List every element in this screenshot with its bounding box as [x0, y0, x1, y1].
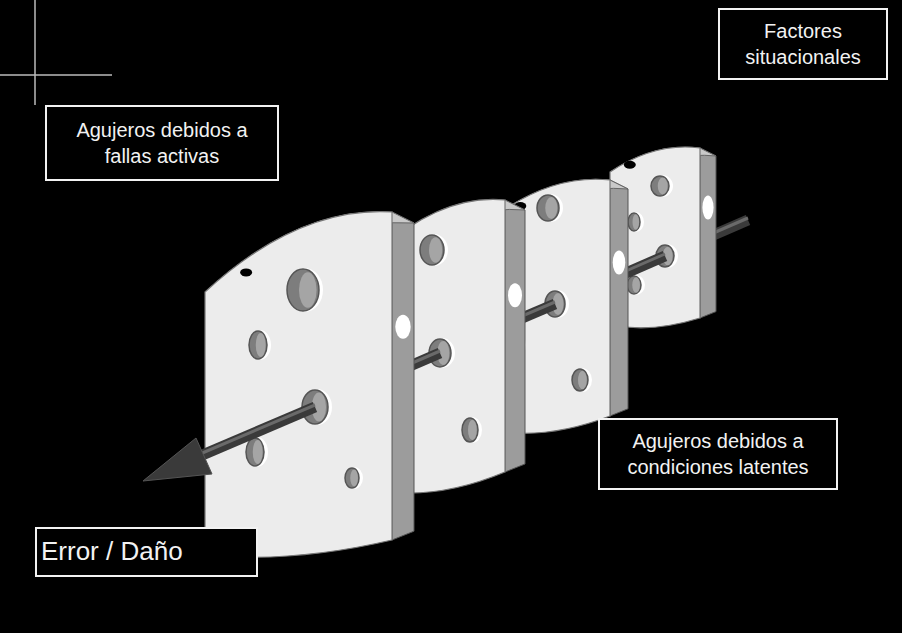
- hole-rim: [627, 275, 645, 295]
- hole-inner: [350, 470, 358, 487]
- hole-inner: [429, 237, 442, 263]
- slice-front: [205, 212, 392, 558]
- hole-rim: [246, 437, 268, 467]
- slice-side: [610, 180, 628, 416]
- cheese-hole: [287, 269, 319, 311]
- hole-rim: [537, 194, 563, 222]
- label-text: Factores situacionales: [726, 18, 880, 70]
- arrow-head: [143, 438, 212, 481]
- crosshair-line: [34, 0, 36, 105]
- hole-inner: [545, 197, 557, 219]
- cheese-slice: [205, 212, 414, 558]
- cheese-hole: [246, 438, 264, 466]
- cheese-hole: [702, 196, 713, 220]
- cheese-hole: [628, 213, 640, 231]
- hole-rim: [345, 467, 363, 489]
- label-text: Agujeros debidos a condiciones latentes: [606, 428, 830, 480]
- cheese-hole: [345, 468, 359, 488]
- label-box: Factores situacionales: [718, 8, 888, 80]
- label-box: Error / Daño: [35, 527, 258, 577]
- cheese-hole: [395, 315, 410, 339]
- hole-inner: [299, 272, 317, 308]
- crosshair-line: [0, 74, 112, 76]
- slice-notch: [240, 268, 252, 276]
- arrow-shaft: [200, 407, 315, 456]
- label-text: Error / Daño: [41, 535, 252, 569]
- hole-rim: [249, 330, 271, 360]
- hole-rim: [651, 175, 673, 197]
- cheese-hole: [572, 369, 588, 391]
- slice-side: [700, 148, 716, 318]
- cheese-hole: [249, 331, 267, 359]
- cheese-hole: [651, 176, 669, 196]
- hole-inner: [658, 178, 668, 195]
- label-box: Agujeros debidos a fallas activas: [45, 105, 279, 181]
- cheese-hole: [420, 235, 444, 265]
- label-text: Agujeros debidos a fallas activas: [55, 117, 269, 169]
- slice-notch: [624, 161, 636, 169]
- label-box: Agujeros debidos a condiciones latentes: [598, 418, 838, 490]
- hole-inner: [468, 420, 477, 440]
- hole-rim: [462, 417, 482, 443]
- hole-inner: [633, 214, 640, 229]
- cheese-hole: [462, 418, 478, 442]
- hole-inner: [578, 371, 587, 390]
- hole-rim: [420, 234, 448, 266]
- hole-inner: [256, 333, 266, 357]
- cheese-hole: [508, 283, 522, 307]
- hole-inner: [253, 440, 263, 464]
- cheese-hole: [627, 276, 641, 294]
- hole-rim: [628, 212, 644, 232]
- arrow-highlight: [200, 405, 315, 454]
- cheese-hole: [537, 195, 559, 221]
- slice-side: [392, 212, 414, 540]
- cheese-hole: [613, 251, 626, 275]
- hole-rim: [287, 268, 323, 312]
- hole-rim: [572, 368, 592, 392]
- hole-inner: [632, 277, 640, 292]
- slice-side: [505, 200, 525, 472]
